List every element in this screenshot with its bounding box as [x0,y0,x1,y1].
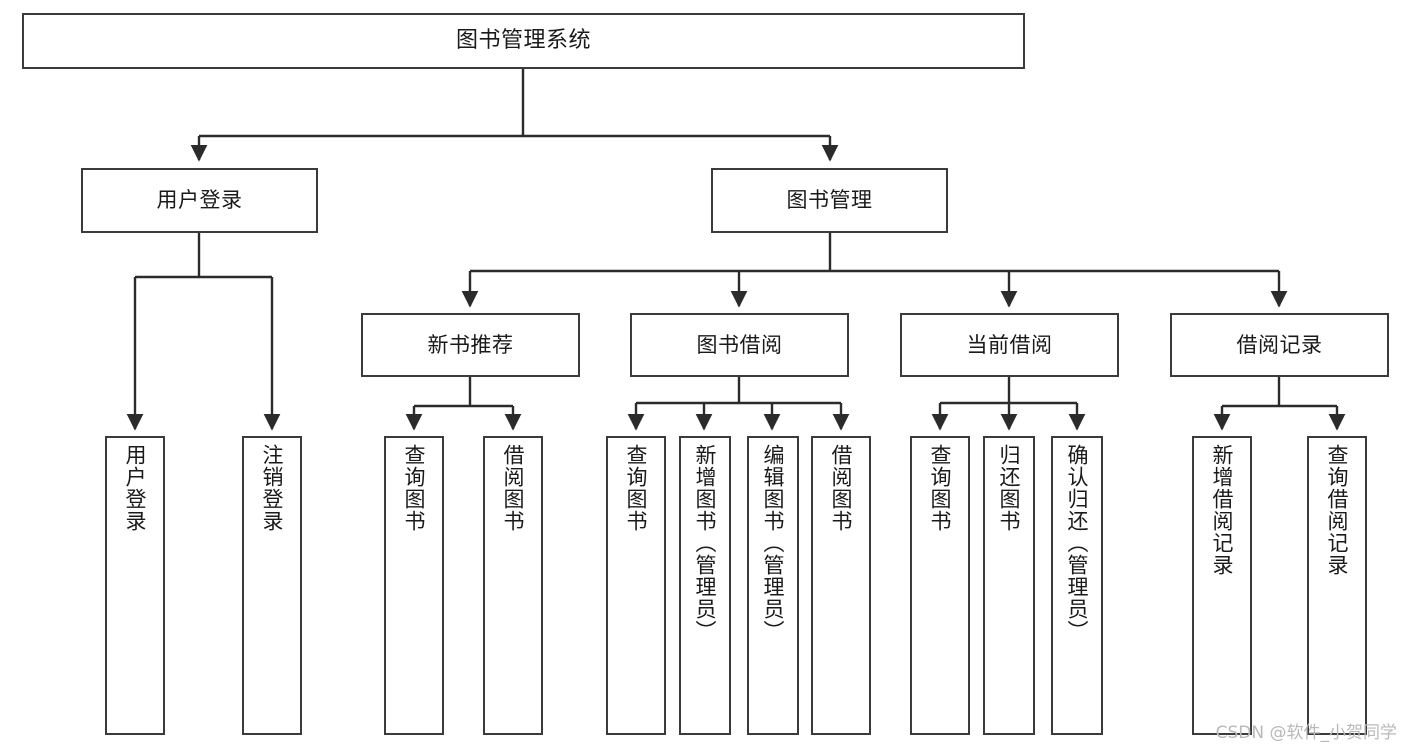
node-label: 查询图书 [928,444,953,532]
node-book-borrow[interactable]: 图书借阅 [630,313,849,377]
node-label: 查询图书 [624,444,649,532]
node-label: 图书管理 [786,188,873,213]
leaf-current-borrow-confirm-return[interactable]: 确认归还（管理员） [1051,436,1103,735]
leaf-current-borrow-return[interactable]: 归还图书 [983,436,1035,735]
node-label: 新增图书（管理员） [693,444,718,642]
leaf-book-borrow-borrow[interactable]: 借阅图书 [811,436,871,735]
node-label: 借阅图书 [829,444,854,532]
node-label: 借阅图书 [501,444,526,532]
node-label: 查询图书 [402,444,427,532]
node-book-management[interactable]: 图书管理 [711,168,948,233]
leaf-new-book-query[interactable]: 查询图书 [384,436,444,735]
node-label: 查询借阅记录 [1325,444,1350,576]
node-label: 新书推荐 [427,332,514,357]
node-borrow-record[interactable]: 借阅记录 [1170,313,1389,377]
node-root-system[interactable]: 图书管理系统 [22,13,1025,69]
node-new-book-recommend[interactable]: 新书推荐 [361,313,580,377]
node-label: 确认归还（管理员） [1065,444,1090,642]
node-label: 图书借阅 [696,332,783,357]
leaf-new-book-borrow[interactable]: 借阅图书 [483,436,543,735]
leaf-book-borrow-query[interactable]: 查询图书 [606,436,666,735]
leaf-borrow-record-add[interactable]: 新增借阅记录 [1192,436,1252,735]
node-label: 当前借阅 [966,332,1053,357]
leaf-user-login-logout[interactable]: 注销登录 [242,436,302,735]
node-user-login[interactable]: 用户登录 [81,168,318,233]
node-label: 用户登录 [123,444,148,532]
node-current-borrow[interactable]: 当前借阅 [900,313,1119,377]
node-label: 新增借阅记录 [1210,444,1235,576]
leaf-book-borrow-add[interactable]: 新增图书（管理员） [679,436,731,735]
leaf-borrow-record-query[interactable]: 查询借阅记录 [1307,436,1367,735]
leaf-book-borrow-edit[interactable]: 编辑图书（管理员） [747,436,799,735]
leaf-current-borrow-query[interactable]: 查询图书 [910,436,970,735]
node-label: 图书管理系统 [455,28,591,54]
node-label: 借阅记录 [1236,332,1323,357]
node-label: 注销登录 [260,444,285,532]
node-label: 编辑图书（管理员） [761,444,786,642]
node-label: 用户登录 [156,188,243,213]
leaf-user-login-login[interactable]: 用户登录 [105,436,165,735]
node-label: 归还图书 [997,444,1022,532]
